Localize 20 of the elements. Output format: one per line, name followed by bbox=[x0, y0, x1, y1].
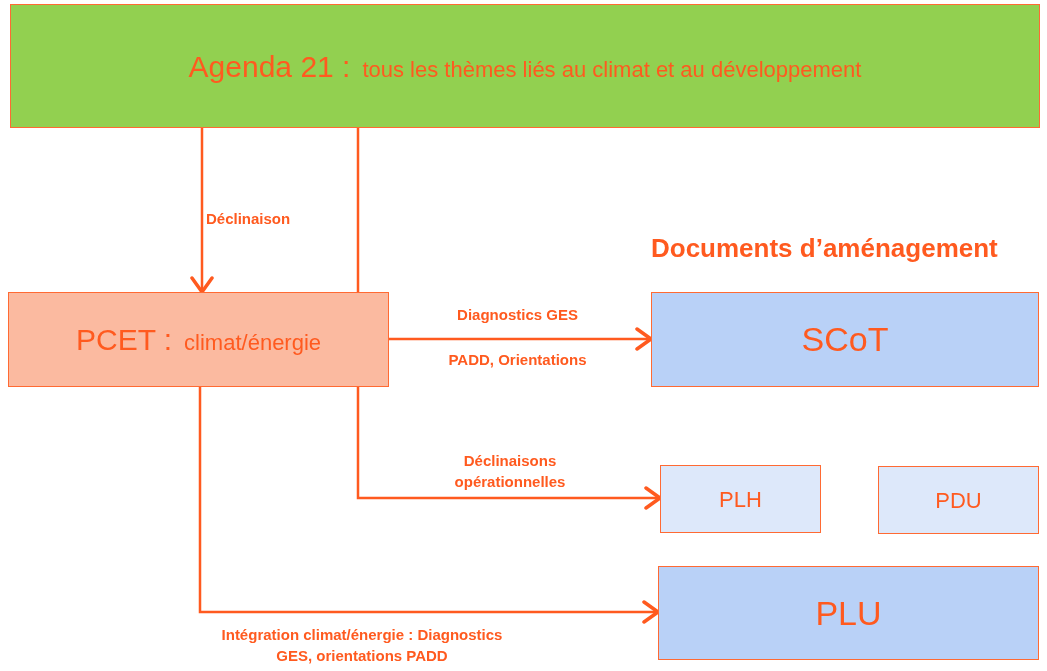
node-subtitle: climat/énergie bbox=[184, 329, 322, 357]
node-title: PDU bbox=[935, 486, 982, 515]
arrow bbox=[356, 387, 662, 510]
section-heading: Documents d’aménagement bbox=[651, 236, 998, 260]
document-box bbox=[660, 465, 821, 533]
plan-box bbox=[8, 292, 389, 387]
document-box bbox=[651, 292, 1039, 387]
node-title: PCET : bbox=[75, 322, 173, 358]
node-subtitle: tous les thèmes liés au climat et au développement bbox=[362, 55, 862, 84]
arrow bbox=[389, 327, 653, 351]
node-title: PLU bbox=[815, 592, 882, 634]
edge-note: PADD, Orientations bbox=[447, 350, 588, 370]
node-title: SCoT bbox=[801, 319, 889, 360]
arrow bbox=[198, 387, 660, 624]
node-title: PLH bbox=[719, 485, 762, 514]
arrow bbox=[190, 128, 214, 294]
theme-box bbox=[10, 4, 1040, 128]
document-box bbox=[658, 566, 1039, 660]
node-title: Agenda 21 : bbox=[188, 48, 351, 85]
document-box bbox=[878, 466, 1039, 534]
